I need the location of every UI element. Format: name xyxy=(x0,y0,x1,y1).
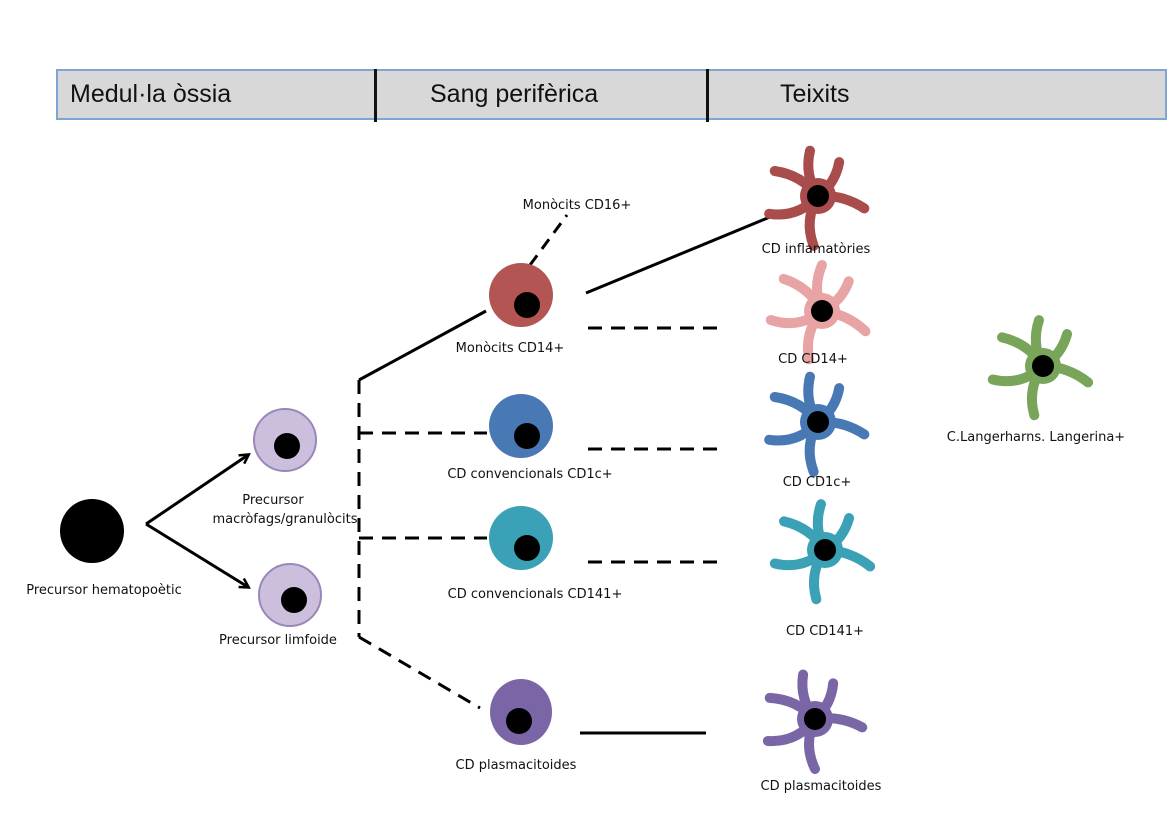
nucleus xyxy=(807,185,829,207)
cell-conventional-cd141 xyxy=(489,506,553,570)
label-myeloid-precursor-2: macròfags/granulòcits xyxy=(213,512,358,527)
label-conventional-cd1c: CD convencionals CD1c+ xyxy=(447,467,612,482)
cell-conventional-cd1c xyxy=(489,394,553,458)
line-to-inflammatory xyxy=(585,215,771,295)
header-peripheral-blood: Sang perifèrica xyxy=(430,80,599,108)
label-plasmacytoid-blood: CD plasmacitoides xyxy=(456,758,577,773)
nucleus xyxy=(274,433,300,459)
label-myeloid-precursor-1: Precursor xyxy=(242,493,304,508)
cell-myeloid-precursor xyxy=(253,408,317,472)
nucleus xyxy=(514,423,540,449)
label-monocytes-cd16: Monòcits CD16+ xyxy=(523,198,632,213)
header-divider xyxy=(706,69,709,122)
cell-plasmacytoid-blood xyxy=(490,679,552,745)
label-monocytes-cd14: Monòcits CD14+ xyxy=(456,341,565,356)
dendritic-cell-cd1c xyxy=(764,371,870,477)
nucleus xyxy=(1032,355,1054,377)
header-bone-marrow: Medul·la òssia xyxy=(70,80,232,108)
nucleus xyxy=(506,708,532,734)
label-langerhans: C.Langerharns. Langerina+ xyxy=(947,430,1125,445)
line-to-monocyte-cd14 xyxy=(358,309,487,382)
compartment-header: Medul·la òssia Sang perifèrica Teixits xyxy=(56,69,1167,122)
label-lymphoid-precursor: Precursor limfoide xyxy=(219,633,337,648)
label-conventional-cd141: CD convencionals CD141+ xyxy=(448,587,623,602)
label-tissue-cd14: CD CD14+ xyxy=(778,352,848,367)
cell-monocyte-cd14 xyxy=(489,263,553,327)
dendritic-cell-cd14 xyxy=(765,260,871,365)
connector-lines xyxy=(145,214,771,735)
nucleus xyxy=(804,708,826,730)
nucleus xyxy=(82,523,108,549)
line-to-plasmacytoid xyxy=(358,635,481,710)
header-divider xyxy=(374,69,377,122)
header-tissues: Teixits xyxy=(780,80,850,108)
nucleus xyxy=(807,411,829,433)
dendritic-cell-inflammatory xyxy=(764,145,870,251)
cell-lymphoid-precursor xyxy=(258,563,322,627)
dendritic-cell-plasmacytoid xyxy=(762,669,868,774)
dendritic-cell-cd141 xyxy=(769,499,876,605)
nucleus xyxy=(811,300,833,322)
label-tissue-cd141: CD CD141+ xyxy=(786,624,864,639)
nucleus xyxy=(814,539,836,561)
label-hematopoietic: Precursor hematopoètic xyxy=(26,583,182,598)
label-tissue-plasmacytoid: CD plasmacitoides xyxy=(761,779,882,794)
arrow-to-lymphoid xyxy=(145,522,248,587)
dendritic-cell-langerhans xyxy=(987,315,1094,421)
line-cd16-dashed xyxy=(528,214,569,266)
label-tissue-cd1c: CD CD1c+ xyxy=(783,475,852,490)
arrow-to-myeloid xyxy=(145,455,248,526)
nucleus xyxy=(281,587,307,613)
cell-hematopoietic xyxy=(60,499,124,563)
label-inflammatory-dc: CD inflamatòries xyxy=(762,242,871,257)
nucleus xyxy=(514,535,540,561)
nucleus xyxy=(514,292,540,318)
